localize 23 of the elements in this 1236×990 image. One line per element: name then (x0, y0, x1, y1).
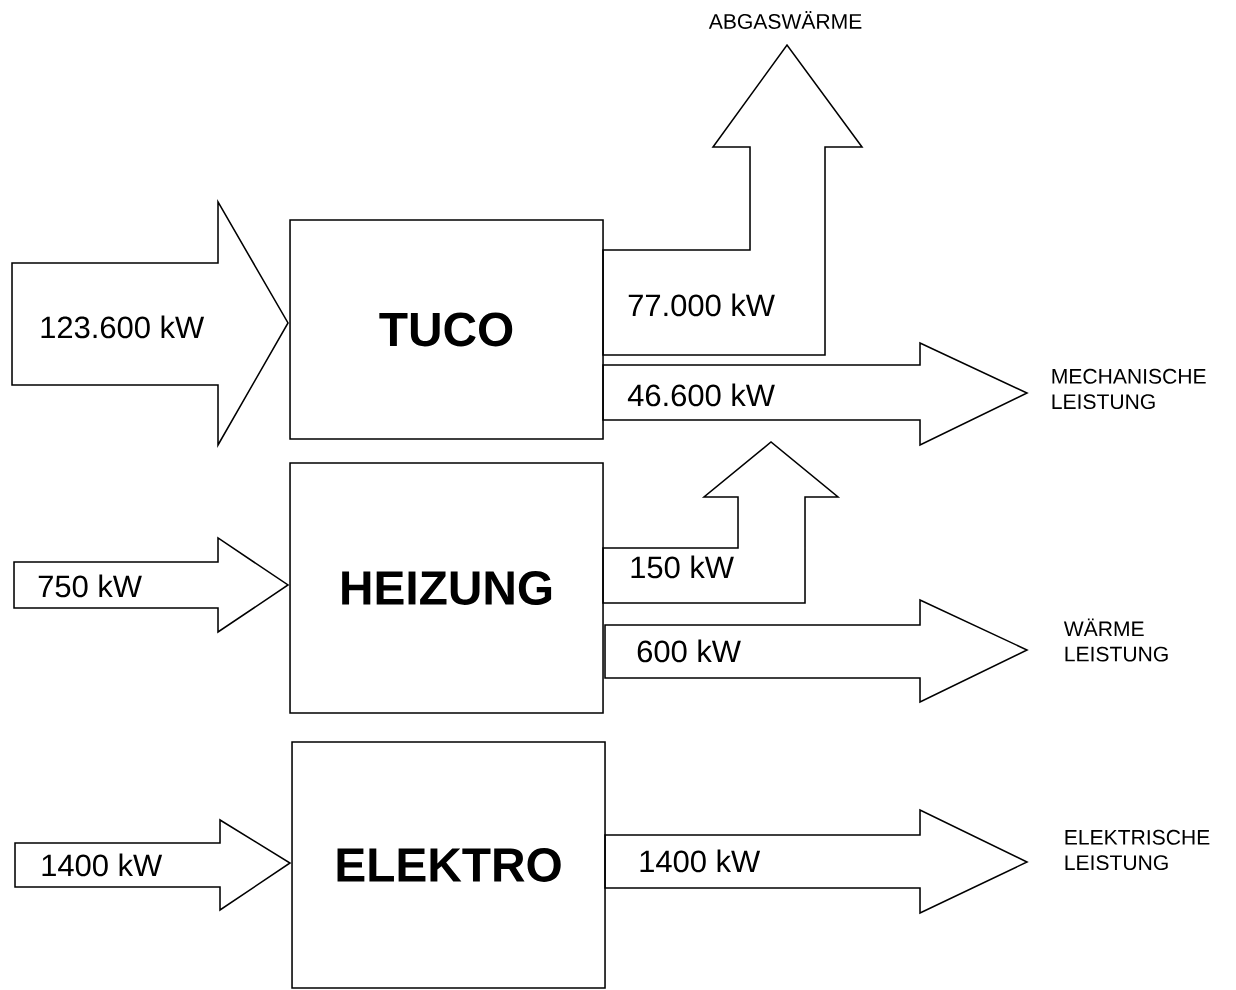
edge-label: 1400 kW (636, 848, 762, 874)
block-arrow (13, 536, 290, 634)
output-label: ABGASWÄRME (708, 11, 862, 29)
edge-label: 600 kW (634, 638, 743, 664)
edge-label: 46.600 kW (625, 382, 777, 408)
block-arrow (602, 43, 864, 356)
edge-label: 123.600 kW (37, 314, 206, 340)
process-box: TUCO (289, 219, 604, 440)
process-box: HEIZUNG (289, 462, 604, 714)
edge-label: 150 kW (627, 554, 736, 580)
output-label: ELEKTRISCHE LEISTUNG (1065, 829, 1210, 871)
block-arrow (604, 598, 1029, 704)
edge-label: 1400 kW (38, 852, 164, 878)
block-arrow (14, 818, 292, 912)
block-arrow (11, 199, 289, 448)
block-arrow (604, 808, 1029, 915)
output-label: WÄRME LEISTUNG (1063, 618, 1168, 662)
block-arrow (602, 341, 1029, 447)
output-label: MECHANISCHE LEISTUNG (1052, 368, 1206, 410)
block-arrow (602, 440, 841, 604)
edge-label: 750 kW (35, 573, 144, 599)
process-box: ELEKTRO (291, 741, 606, 989)
edge-label: 77.000 kW (625, 292, 777, 318)
